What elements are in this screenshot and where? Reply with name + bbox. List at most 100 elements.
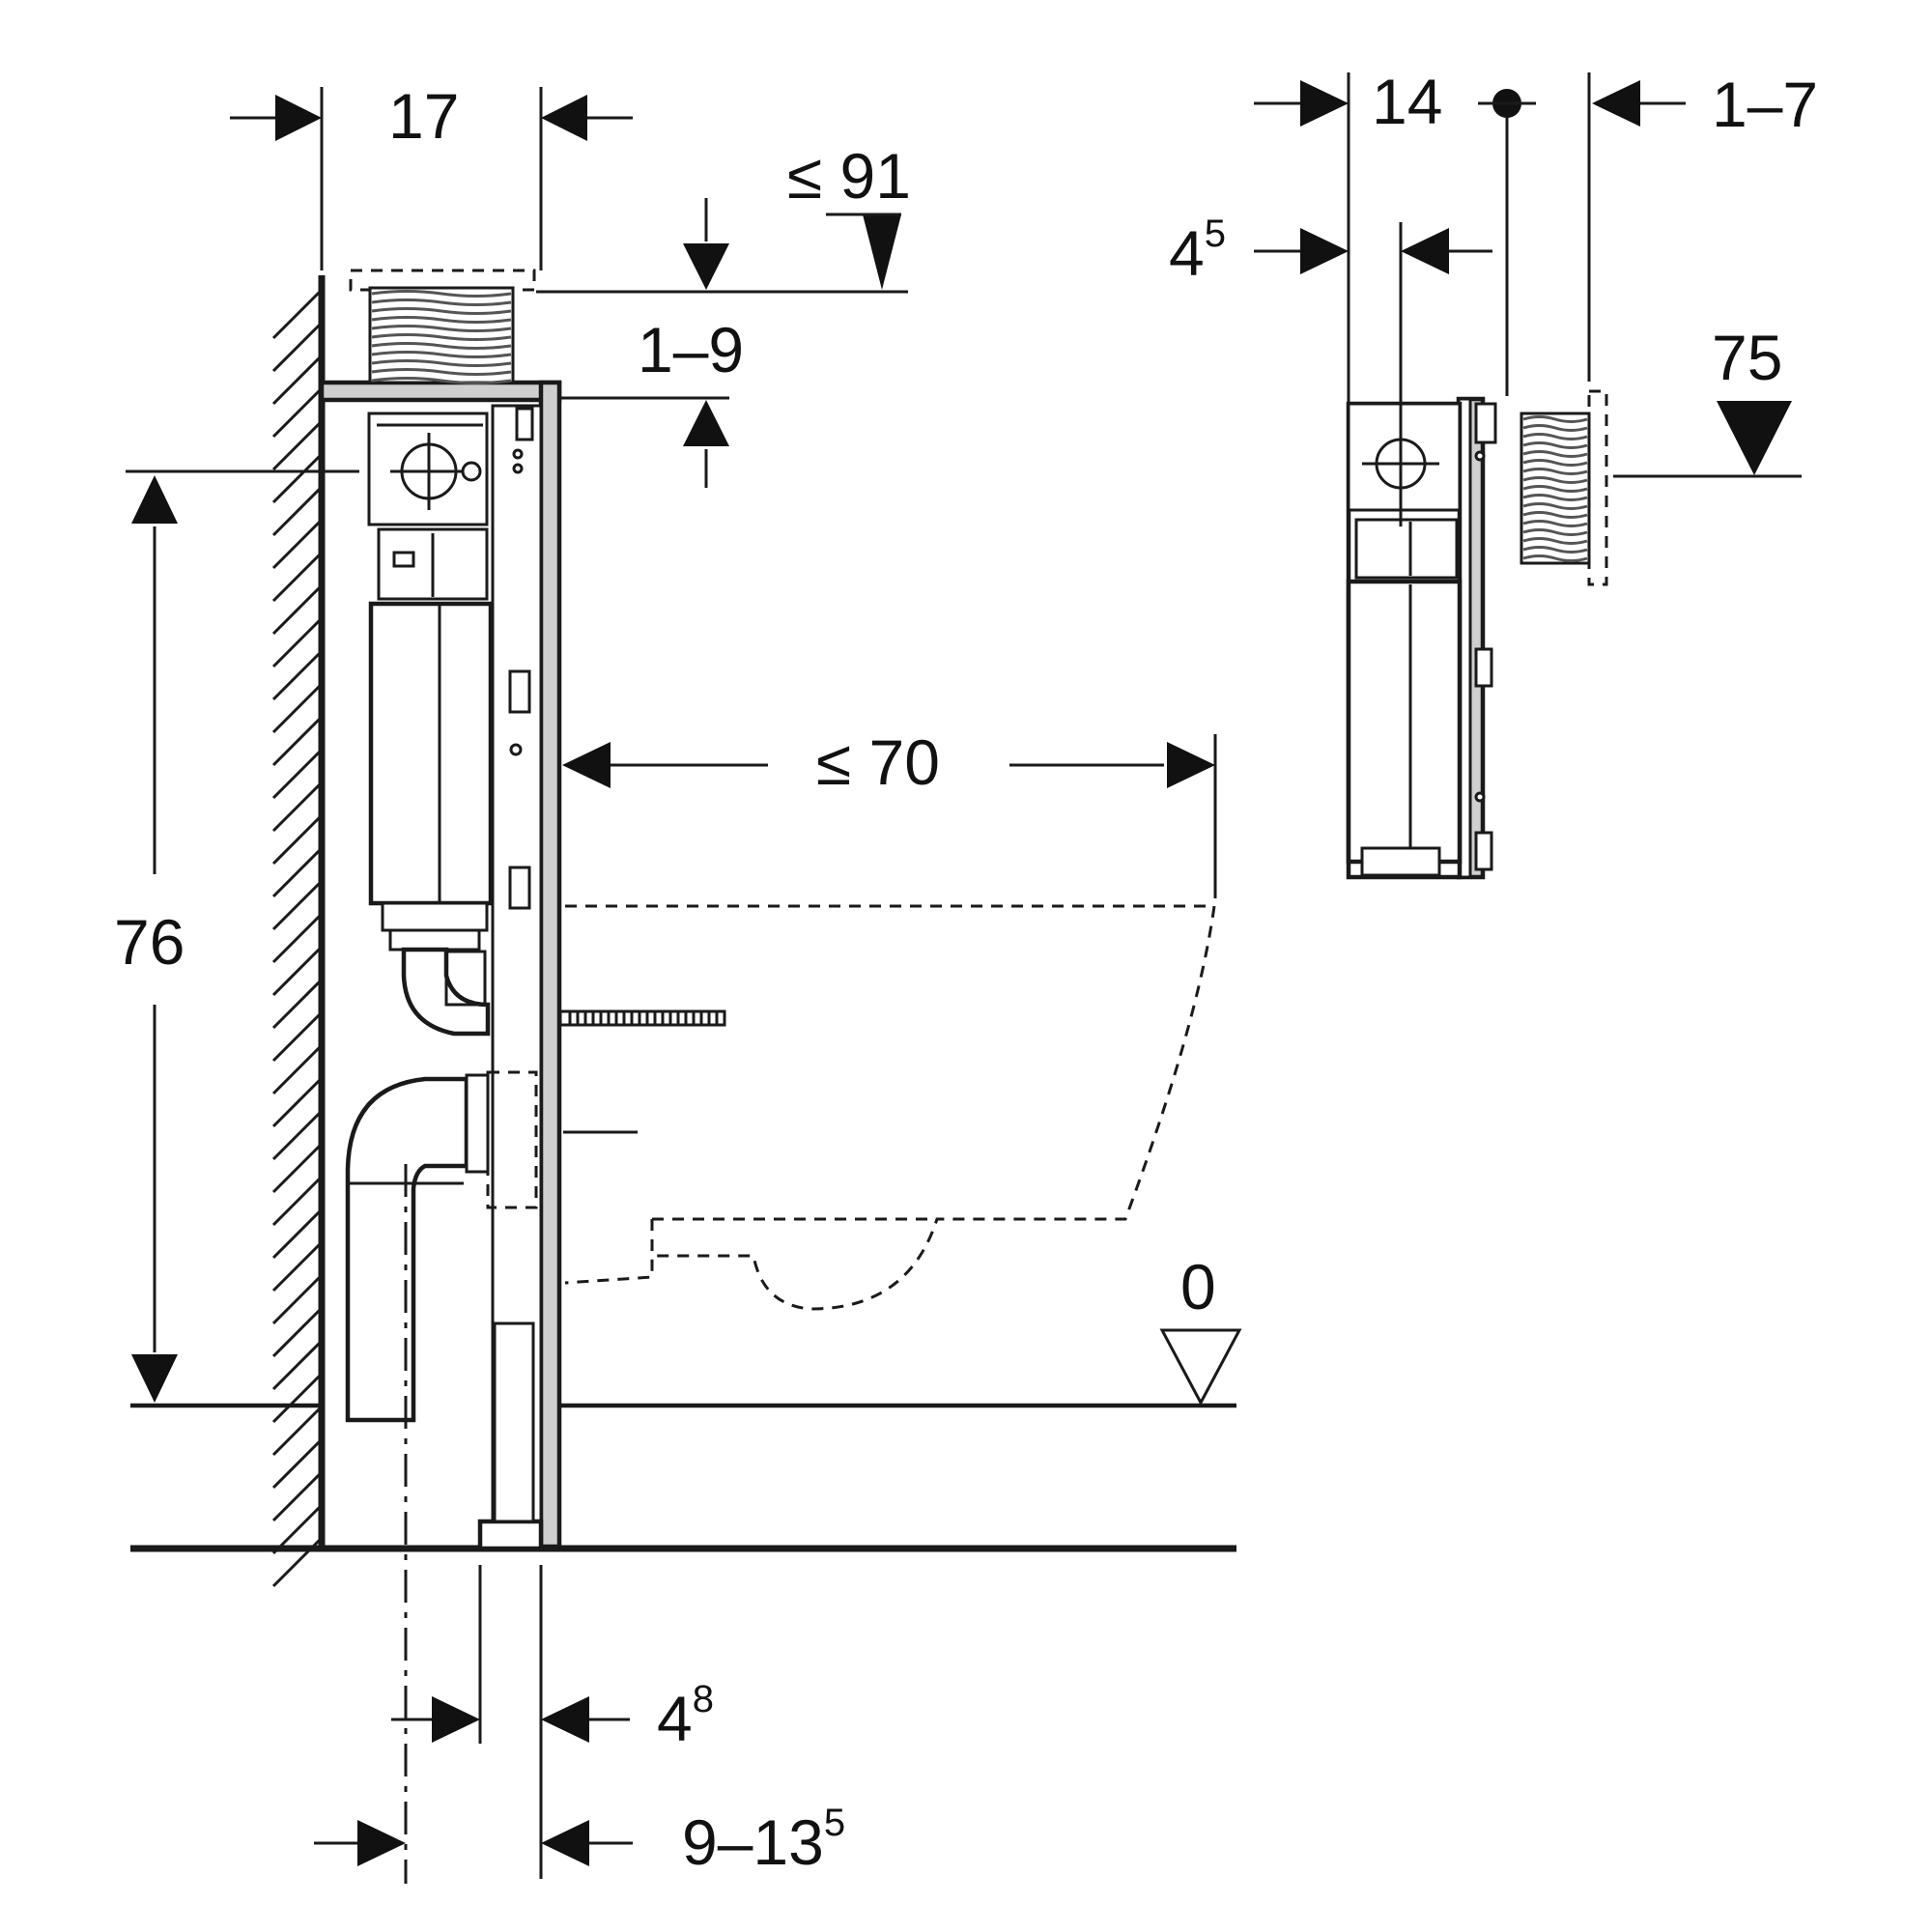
frame-hole-2 (512, 463, 524, 474)
wall-hatch-line (271, 551, 324, 603)
dim-4-8-base: 4 (657, 1683, 693, 1754)
wc-bowl-outline (564, 904, 1216, 1311)
mesh-wave-line (371, 307, 512, 315)
dim-70-arrow-right (1167, 742, 1215, 788)
dim-76-arrow-top (131, 475, 178, 524)
mesh-wave-line (1522, 433, 1588, 440)
protective-cover-mesh (371, 290, 512, 384)
wall-hatch-line (271, 616, 324, 668)
dim-1-9-arrow-top (683, 243, 729, 290)
dim-75-label: 75 (1712, 322, 1782, 393)
wall-hatch-line (271, 1142, 324, 1194)
dim-17: 17 (230, 80, 633, 270)
dim-70-label: ≤ 70 (816, 726, 940, 798)
dim-76-label: 76 (114, 906, 185, 978)
side-frame-hole-1 (1474, 450, 1486, 462)
wall-hatch-line (271, 846, 324, 898)
dim-4-8-label: 48 (657, 1678, 714, 1754)
dim-1-9-arrow-bottom (683, 400, 729, 446)
frame-foot (477, 1519, 544, 1551)
wall-hatch-line (271, 354, 324, 406)
flush-pipe-coupling (444, 950, 487, 1007)
wall-hatch-line (271, 978, 324, 1030)
wall-hatch-line (271, 386, 324, 439)
dim-1-9-label: 1–9 (638, 314, 744, 385)
dim-4-5-sup: 5 (1205, 213, 1226, 255)
drain-connector (465, 1073, 490, 1174)
dim-70-arrow-left (562, 742, 611, 788)
level-zero-label: 0 (1180, 1251, 1216, 1322)
side-frame-bracket (1474, 402, 1497, 444)
mesh-wave-line (1522, 459, 1588, 467)
mesh-wave-line (371, 298, 512, 306)
mesh-wave-line (1522, 511, 1588, 519)
frame-front-column (538, 380, 562, 1549)
dim-76-arrow-bottom (131, 1354, 178, 1403)
dim-4-5-arrow-right (1401, 228, 1449, 274)
side-view: 14 1–7 45 75 (1169, 66, 1818, 880)
mesh-wave-line (371, 377, 512, 384)
fill-valve-knob (461, 461, 482, 482)
wall-hatch-line (271, 419, 324, 471)
dim-bottom: 48 9–135 (314, 1164, 845, 1884)
dim-14-arrow-left (1300, 80, 1349, 127)
dim-9-13-arrow-right (541, 1820, 589, 1866)
wc-bowl-dashed-path (564, 904, 1216, 1311)
wall-hatch-line (271, 1437, 324, 1490)
wall-hatch-line (271, 1306, 324, 1358)
wall-hatch-line (271, 715, 324, 767)
frame-hole-3 (512, 448, 524, 460)
dim-4-5-base: 4 (1169, 217, 1205, 289)
cistern (367, 412, 494, 952)
wall-hatch-line (271, 1043, 324, 1095)
actuator-opening (349, 269, 536, 384)
cistern-outlet-collar (388, 928, 481, 952)
side-actuator-plate-dashed (1587, 389, 1608, 586)
cistern-flush-valve-detail (392, 551, 415, 568)
mesh-wave-line (371, 316, 512, 324)
frame-slot-lower (508, 866, 531, 910)
mesh-wave-line (1522, 424, 1588, 432)
side-frame-slot-lower (1474, 831, 1493, 871)
dim-9-13-sup: 5 (824, 1802, 845, 1844)
side-frame-hole-2 (1474, 791, 1486, 803)
drain-connector-dashed (486, 1070, 538, 1209)
frame-top-plate (319, 380, 562, 403)
dim-76: 76 (114, 469, 359, 1403)
wall-hatch-line (271, 1470, 324, 1522)
wall-hatch-line (271, 1273, 324, 1325)
wall-hatch-line (271, 1372, 324, 1424)
frame-foot-leg (493, 1321, 535, 1523)
side-protective-cover-mesh (1522, 415, 1588, 562)
dim-1-7-label: 1–7 (1712, 69, 1818, 140)
mesh-wave-line (371, 325, 512, 332)
dim-4-8-sup: 8 (693, 1678, 714, 1720)
side-cistern-outlet (1360, 846, 1441, 877)
wall-hatch-line (271, 518, 324, 570)
mesh-wave-line (371, 351, 512, 358)
wall-hatch-line (271, 649, 324, 701)
wall-hatch-line (271, 1010, 324, 1063)
frame-top-bracket (515, 407, 534, 441)
dim-17-label: 17 (388, 80, 459, 152)
mesh-wave-line (1522, 450, 1588, 458)
mesh-wave-line (371, 342, 512, 350)
dim-75-level-triangle (1717, 401, 1792, 475)
mesh-wave-line (371, 333, 512, 341)
dim-max-91: ≤ 91 (536, 140, 911, 294)
dim-1-9: 1–9 (558, 198, 744, 488)
frame-hole-1 (509, 743, 523, 756)
cistern-tank (368, 601, 494, 906)
wall-hatch-line (271, 1208, 324, 1260)
dim-4-8-arrow-right (541, 1696, 589, 1743)
mesh-wave-line (1522, 468, 1588, 475)
mesh-wave-line (1522, 546, 1588, 554)
wall-hatch-line (271, 485, 324, 537)
wall-hatch-line (271, 748, 324, 800)
cistern-outlet (381, 901, 489, 932)
wall-hatch-line (271, 813, 324, 866)
mesh-wave-line (1522, 520, 1588, 527)
wall-hatch-line (271, 321, 324, 373)
mesh-wave-line (371, 290, 512, 298)
